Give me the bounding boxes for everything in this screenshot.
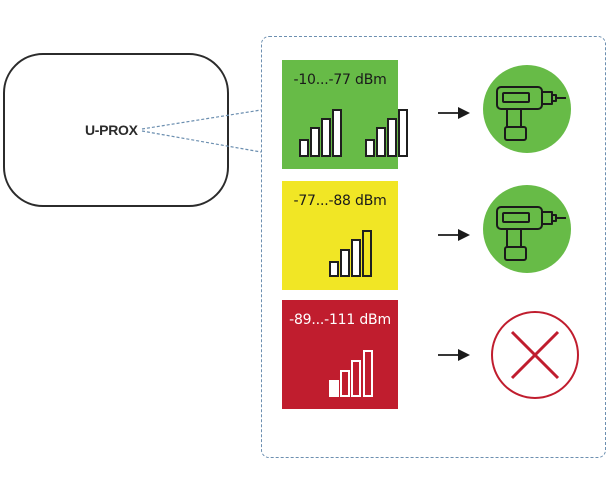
signal-bars-icon — [299, 109, 342, 157]
level-red: -89...-111 dBm — [282, 300, 398, 409]
drill-icon — [483, 185, 571, 273]
signal-bars-icon — [329, 230, 372, 277]
level-red-label: -89...-111 dBm — [289, 312, 391, 328]
device-logo: U-PROX — [85, 122, 138, 138]
cross-icon — [491, 311, 579, 399]
signal-bars-icon — [329, 350, 373, 397]
signal-levels-frame — [261, 36, 606, 458]
uprox-device — [3, 53, 229, 207]
connector-lines — [141, 109, 262, 153]
arrow-right-icon — [438, 229, 470, 241]
drill-icon — [483, 65, 571, 153]
level-green-label: -10...-77 dBm — [293, 72, 387, 88]
signal-bars-icon — [365, 109, 408, 157]
level-yellow-label: -77...-88 dBm — [293, 193, 387, 209]
arrow-right-icon — [438, 349, 470, 361]
arrow-right-icon — [438, 107, 470, 119]
